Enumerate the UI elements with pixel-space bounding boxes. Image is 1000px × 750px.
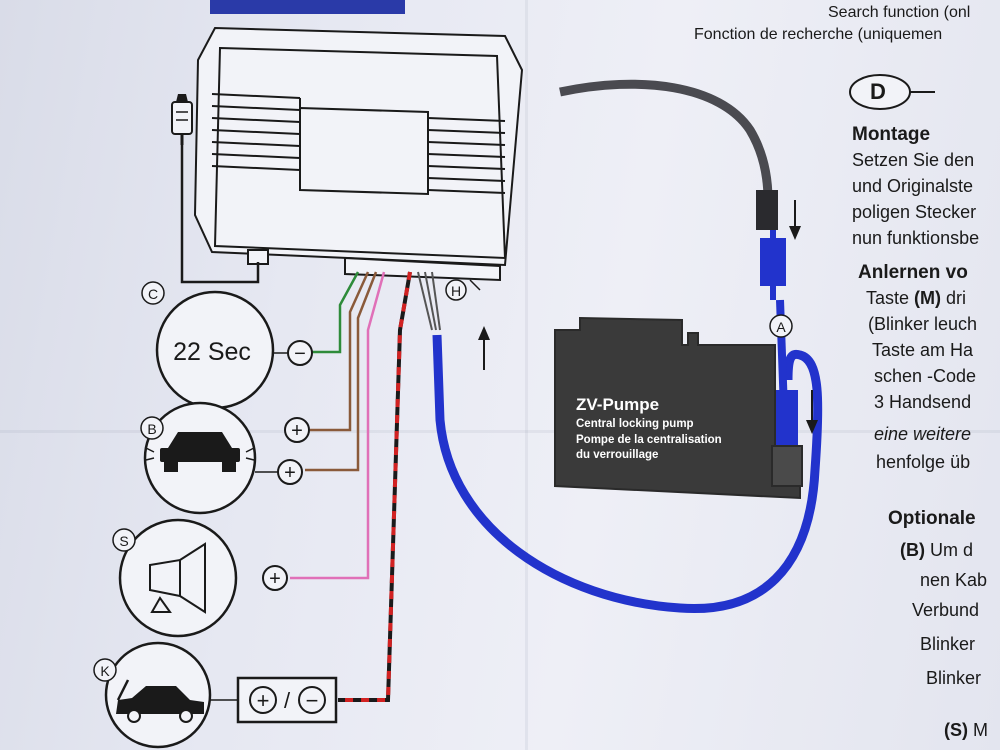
optional-line: Blinker	[926, 668, 982, 688]
brown-wire	[305, 271, 378, 472]
horn-icon	[149, 542, 206, 614]
label-h-badge	[445, 279, 467, 301]
central-locking-pump	[554, 316, 803, 500]
optional-line: Verbund	[912, 600, 980, 620]
label-k: K	[100, 663, 110, 679]
montage-line: nun funktionsbe	[852, 228, 980, 248]
blue-band	[210, 0, 405, 14]
anlernen-last: henfolge üb	[876, 452, 971, 472]
anlernen-line: (Blinker leuch	[868, 314, 978, 334]
plus-terminal	[262, 565, 288, 591]
blue-hose	[432, 334, 823, 614]
label-h: H	[451, 283, 461, 299]
label-a: A	[776, 319, 786, 335]
control-unit	[193, 26, 524, 282]
minus-sign: −	[306, 688, 319, 713]
minus-sign: −	[294, 343, 306, 365]
anlernen-line: schen -Code	[874, 366, 977, 386]
pump-connector	[774, 390, 798, 446]
montage-line: poligen Stecker	[852, 202, 977, 222]
optional-title: Optionale	[888, 508, 976, 529]
pump-label-en: Central locking pump	[576, 418, 694, 430]
plus-terminal	[284, 417, 310, 443]
anlernen-line: Taste am Ha	[872, 340, 974, 360]
label-c: C	[148, 286, 158, 302]
car-hood-icon	[116, 679, 204, 723]
label-k-badge	[93, 658, 117, 682]
anlernen-line: Taste (M) dri	[866, 288, 967, 308]
arrow-down-icon	[789, 200, 801, 240]
optional-line: nen Kab	[920, 570, 988, 590]
horn-circle	[118, 518, 238, 638]
montage-line: und Originalste	[852, 176, 974, 196]
plus-sign: +	[257, 688, 270, 713]
montage-line: Setzen Sie den	[852, 150, 975, 170]
pump-title: ZV-Pumpe	[576, 395, 659, 414]
label-s: S	[119, 533, 128, 549]
paper-fold	[525, 0, 528, 750]
optional-s-line: (S) M	[944, 720, 988, 740]
pink-wire	[290, 271, 386, 580]
label-s-badge	[112, 528, 136, 552]
optional-line: Blinker	[920, 634, 976, 654]
car-front-icon	[145, 432, 255, 472]
section-d-letter: D	[870, 79, 886, 104]
anlernen-title: Anlernen vo	[858, 262, 968, 283]
anlernen-italic: eine weitere	[874, 424, 972, 444]
connector-plug-icon	[171, 94, 193, 145]
plus-sign: +	[269, 568, 281, 590]
pump-label-fr: Pompe de la centralisation	[576, 434, 722, 446]
arrow-up-icon	[478, 326, 490, 370]
label-a-badge	[769, 314, 793, 338]
montage-title: Montage	[852, 124, 931, 145]
plus-sign: +	[291, 420, 303, 442]
label-c-badge	[141, 281, 165, 305]
header-line-2: Fonction de recherche (uniquemen	[694, 26, 943, 43]
label-b: B	[147, 421, 156, 437]
hose-connector	[760, 238, 786, 286]
hose-fitting	[756, 190, 778, 230]
green-wire	[312, 271, 360, 354]
black-wire	[180, 145, 260, 284]
optional-b-line: (B) Um d	[900, 540, 974, 560]
slash-sign: /	[284, 688, 291, 713]
timer-label: 22 Sec	[173, 338, 251, 366]
brown-wire	[310, 271, 370, 432]
grey-hose	[559, 79, 773, 201]
plus-sign: +	[284, 462, 296, 484]
paper-fold	[0, 430, 1000, 433]
label-b-badge	[140, 416, 164, 440]
pump-label-fr2: du verrouillage	[576, 449, 658, 461]
arrow-down-icon	[806, 390, 818, 434]
anlernen-line: 3 Handsend	[874, 392, 972, 412]
header-line-1: Search function (onl	[828, 4, 971, 21]
